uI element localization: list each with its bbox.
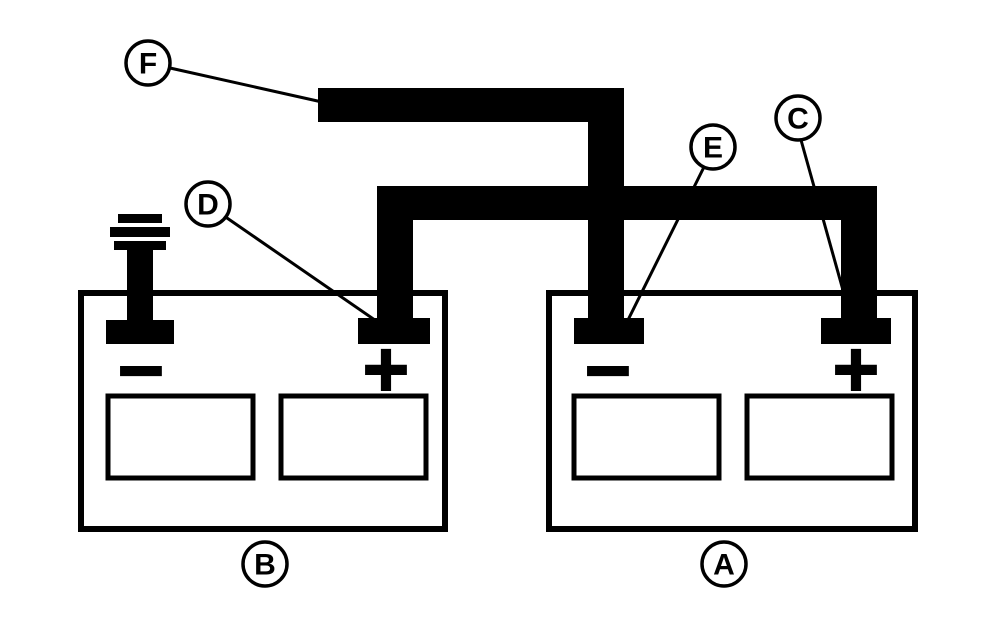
top-cable-horizontal <box>318 88 624 122</box>
mid-cable-vertical-to-b-positive <box>377 186 413 330</box>
stud-nut-middle-bar <box>110 227 170 237</box>
callout-f-leader-line <box>168 66 324 104</box>
battery-b-positive-symbol: + <box>360 332 412 405</box>
battery-a-cell-right <box>744 393 895 481</box>
stud-nut-top-bar <box>118 214 162 223</box>
callout-e-leader-line <box>624 165 706 326</box>
callout-a-circle <box>700 540 748 588</box>
battery-b-positive-terminal <box>358 318 430 344</box>
battery-a-negative-terminal <box>574 318 644 344</box>
battery-b-cell-left <box>105 393 256 481</box>
callout-f-label: F <box>139 48 157 81</box>
battery-a-cell-left <box>571 393 722 481</box>
callout-d-leader-line <box>225 216 387 329</box>
battery-a-positive-symbol: + <box>830 332 882 405</box>
mid-cable-vertical-to-a-positive <box>841 186 877 330</box>
callout-b-circle <box>241 540 289 588</box>
callout-a-label: A <box>713 549 735 582</box>
callout-e-circle <box>689 123 737 171</box>
battery-a-positive-terminal <box>821 318 891 344</box>
battery-b-cell-right <box>278 393 429 481</box>
mid-cable-horizontal <box>377 186 877 220</box>
callout-c-leader-line <box>799 138 855 328</box>
callout-d-label: D <box>197 189 219 222</box>
callout-e-label: E <box>703 132 723 165</box>
stud-post <box>127 250 153 332</box>
callout-f-circle <box>124 39 172 87</box>
callout-c-label: C <box>787 103 809 136</box>
callout-d-circle <box>184 180 232 228</box>
callout-b-label: B <box>254 549 276 582</box>
callout-c-circle <box>774 94 822 142</box>
stud-nut-bottom-bar <box>114 241 166 250</box>
